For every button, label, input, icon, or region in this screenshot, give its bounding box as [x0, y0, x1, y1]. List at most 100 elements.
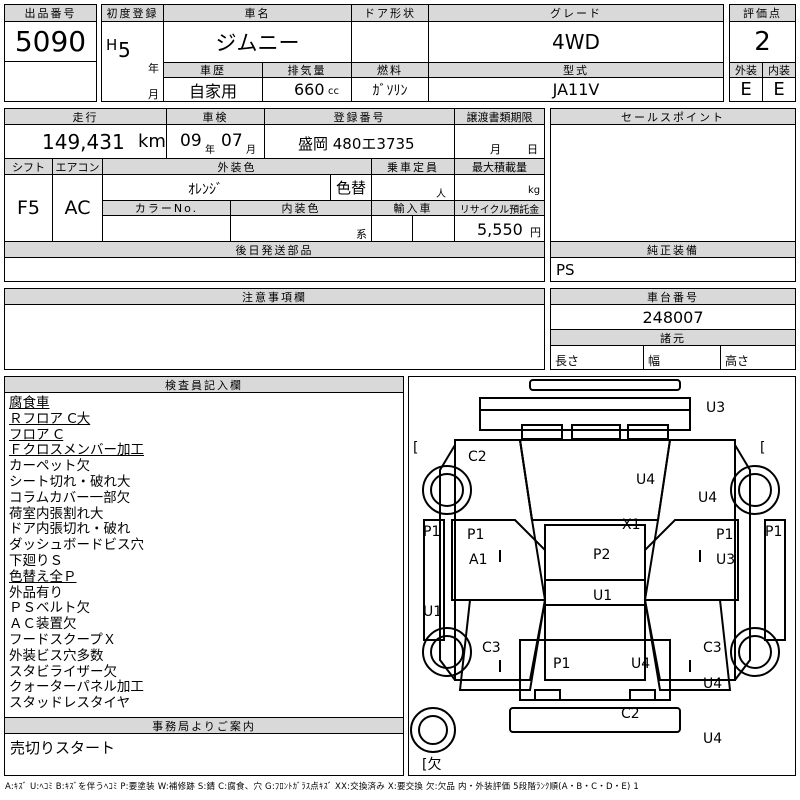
inspector-line: 荷室内張割れ大 [9, 505, 104, 522]
displacement-unit: cc [328, 86, 339, 97]
recycle-unit: 円 [530, 226, 541, 239]
office-value: 売切りスタート [10, 739, 116, 757]
inspector-line: フードスクープＸ [9, 631, 117, 648]
inspection-year-unit: 年 [205, 145, 215, 156]
history-cell [163, 77, 263, 102]
specs-header: 諸元 [550, 329, 796, 346]
inspection-month-unit: 月 [246, 145, 256, 156]
first-reg-month-unit: 月 [148, 88, 159, 101]
mark-p1-door-left: P1 [467, 527, 485, 543]
caution-header: 注意事項欄 [4, 288, 545, 305]
inspector-line: Ｒフロア С大 [9, 410, 91, 427]
inspector-line: スタッドレスタイヤ [9, 695, 131, 712]
lot-number-header: 出品番号 [4, 4, 97, 22]
door-header: ドア形状 [351, 4, 429, 22]
legend-text: A:ｷｽﾞ U:ﾍｺﾐ B:ｷｽﾞを伴うﾍｺﾐ P:要塗装 W:補修跡 S:錆 … [5, 782, 640, 792]
inspector-line: ドア内張切れ・破れ [9, 521, 131, 538]
mark-p1-door-right: P1 [716, 527, 734, 543]
mark-ketsu: [欠 [422, 757, 442, 773]
import-subcell [371, 215, 413, 242]
color-change-cell [330, 174, 372, 201]
score-value: 2 [754, 27, 771, 57]
shift-cell [4, 174, 53, 242]
inspector-line: 腐食車 [9, 395, 50, 411]
genuine-header: 純正装備 [550, 241, 796, 258]
color-no-header: カラーNo. [102, 200, 231, 216]
caution-cell [4, 304, 545, 370]
mark-p1-left: P1 [423, 524, 441, 540]
exterior-value: E [740, 79, 752, 100]
inspection-month: 07 [221, 131, 243, 151]
mark-bracket-right: [ [760, 440, 766, 456]
length-label: 長さ [555, 354, 580, 368]
inspector-line: フロア С [9, 426, 64, 443]
width-label: 幅 [648, 354, 661, 368]
mark-u3-door-right: U3 [716, 552, 736, 568]
shift-value: F5 [16, 197, 41, 219]
mark-u4-bottom: U4 [703, 731, 723, 747]
first-reg-header: 初度登録 [101, 4, 164, 22]
inspector-line: コラムカバー一部欠 [9, 489, 131, 506]
inspector-cell [4, 392, 404, 718]
displacement-value: 660 [294, 80, 325, 99]
mileage-header: 走行 [4, 108, 167, 125]
car-name-header: 車名 [163, 4, 352, 22]
displacement-header: 排気量 [262, 62, 352, 78]
recycle-cell [454, 215, 545, 242]
int-color-cell [230, 215, 372, 242]
genuine-value: PS [556, 261, 575, 279]
mark-p1-rear: P1 [553, 656, 571, 672]
inspector-line: ＡＣ装置欠 [9, 616, 77, 633]
first-reg-cell [101, 21, 164, 102]
color-change-mark: 色替 [335, 179, 366, 197]
grade-value: 4WD [552, 30, 600, 54]
mark-u1-left: U1 [423, 604, 443, 620]
transfer-month: 月 [490, 143, 501, 156]
max-load-header: 最大積載量 [454, 158, 545, 175]
mark-u4-front-right: U4 [698, 490, 718, 506]
inspector-line: 色替え全Ｐ [9, 568, 77, 585]
inspector-line: スタビライザー欠 [9, 663, 117, 680]
fuel-cell [351, 77, 429, 102]
history-header: 車歴 [163, 62, 263, 78]
height-cell [720, 345, 796, 370]
lot-number-value: 5090 [14, 25, 87, 58]
ac-value: AC [64, 197, 91, 219]
displacement-cell [262, 77, 352, 102]
ext-color-header: 外装色 [102, 158, 372, 175]
reg-no-header: 登録番号 [264, 108, 455, 125]
mark-x1-roof: X1 [622, 517, 641, 533]
color-no-cell [102, 215, 231, 242]
inspector-line: 外品有り [9, 584, 63, 601]
int-color-unit: 系 [356, 228, 367, 241]
mark-p1-right: P1 [765, 524, 783, 540]
interior-cell [762, 77, 796, 102]
inspector-line: ダッシュボードビス穴 [9, 537, 144, 554]
genuine-cell [550, 257, 796, 282]
capacity-unit: 人 [436, 189, 446, 200]
sales-point-cell [550, 124, 796, 242]
capacity-header: 乗車定員 [371, 158, 455, 175]
mark-u4-hood: U4 [636, 472, 656, 488]
chassis-value: 248007 [642, 307, 704, 327]
model-header: 型式 [428, 62, 724, 78]
grade-header: グレード [428, 4, 724, 22]
mark-c2-bumper: C2 [621, 706, 640, 722]
mark-u4-rear-right: U4 [703, 676, 723, 692]
inspector-line: 外装ビス穴多数 [9, 647, 104, 664]
model-cell [428, 77, 724, 102]
interior-value: E [773, 79, 785, 100]
recycle-header: リサイクル預託金 [454, 200, 545, 216]
chassis-header: 車台番号 [550, 288, 796, 305]
model-value: JA11V [552, 80, 600, 99]
mark-c3-rear-right: C3 [703, 640, 722, 656]
history-value: 自家用 [188, 81, 237, 101]
door-value [351, 21, 429, 63]
diagram-frame [408, 376, 796, 776]
score-cell [729, 21, 796, 63]
exterior-header: 外装 [729, 62, 763, 78]
lot-blank-cell [4, 61, 97, 102]
score-header: 評価点 [729, 4, 796, 22]
office-header: 事務局よりご案内 [4, 717, 404, 734]
